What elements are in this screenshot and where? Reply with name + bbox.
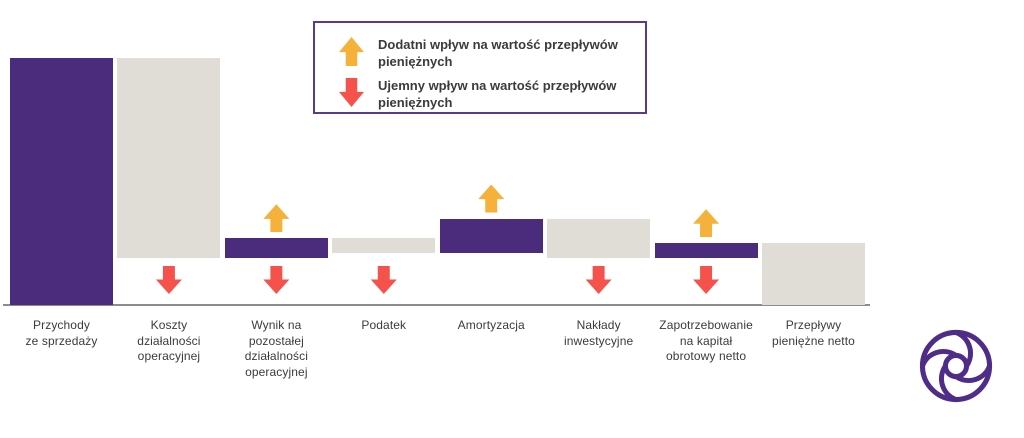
bar-label: Przychody ze sprzedaży — [25, 318, 98, 348]
down-arrow-icon — [155, 266, 182, 294]
down-arrow-icon — [585, 266, 612, 294]
bar-label: Zapotrzebowanie na kapitał obrotowy nett… — [659, 318, 753, 363]
legend-item-positive: Dodatni wpływ na wartość przepływów pien… — [339, 36, 635, 70]
legend-label-negative: Ujemny wpływ na wartość przepływów pieni… — [378, 78, 617, 110]
chart-bar — [439, 218, 543, 254]
chart-bar — [10, 58, 113, 305]
down-arrow-icon — [370, 266, 397, 294]
bar-label: Amortyzacja — [457, 318, 525, 332]
bar-label: Koszty działalności operacyjnej — [137, 318, 201, 363]
bar-label: Podatek — [361, 318, 407, 332]
chart-bar — [762, 243, 865, 305]
up-arrow-icon — [693, 209, 720, 238]
chart-bar — [332, 238, 436, 254]
up-arrow-icon — [339, 37, 364, 66]
chart-bar — [547, 218, 651, 259]
up-arrow-icon — [478, 184, 505, 213]
legend-item-negative: Ujemny wpływ na wartość przepływów pieni… — [339, 77, 635, 111]
down-arrow-icon — [339, 78, 364, 107]
down-arrow-icon — [693, 266, 720, 294]
bar-label: Nakłady inwestycyjne — [564, 318, 634, 348]
chart-bar — [117, 58, 221, 259]
legend: Dodatni wpływ na wartość przepływów pien… — [313, 21, 647, 114]
legend-label-positive: Dodatni wpływ na wartość przepływów pien… — [378, 37, 618, 69]
up-arrow-icon — [263, 204, 290, 233]
spiral-logo — [919, 329, 993, 403]
x-axis-line — [3, 304, 870, 306]
down-arrow-icon — [263, 266, 290, 294]
chart-bar — [654, 243, 758, 259]
bar-label: Wynik na pozostałej działalności operacy… — [244, 318, 308, 379]
bar-label: Przepływy pieniężne netto — [772, 318, 855, 348]
chart-bar — [224, 238, 328, 259]
